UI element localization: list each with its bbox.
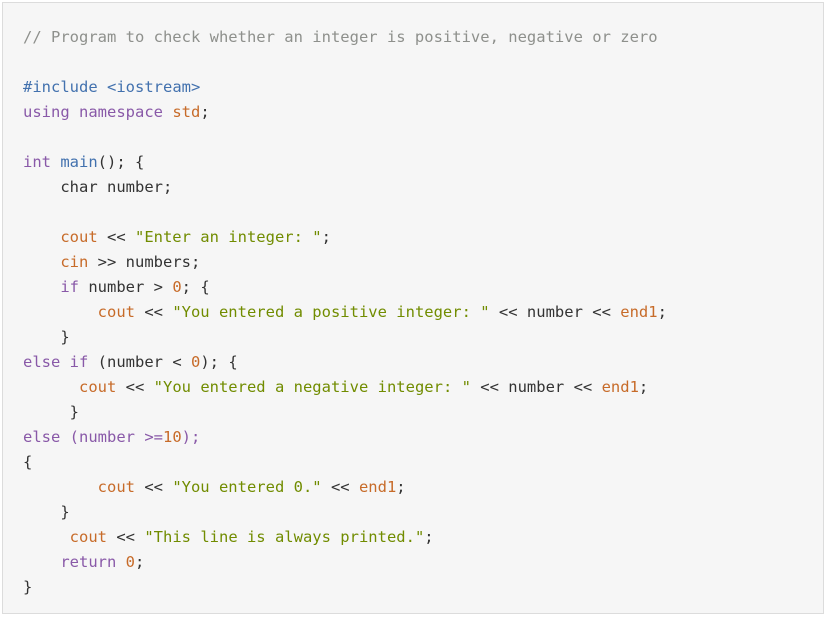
code-token-punct <box>23 553 60 571</box>
code-line: using namespace std; <box>23 100 667 125</box>
code-token-string: "You entered a negative integer: " <box>153 378 471 396</box>
code-token-punct: ; <box>200 103 210 121</box>
code-line: return 0; <box>23 550 667 575</box>
code-line: { <box>23 450 667 475</box>
code-line: } <box>23 500 667 525</box>
code-line: cout << "You entered a negative integer:… <box>23 375 667 400</box>
code-line: cin >> numbers; <box>23 250 667 275</box>
code-token-keyword: else <box>23 428 70 446</box>
code-token-keyword: namespace <box>79 103 173 121</box>
code-token-type: int <box>23 153 61 171</box>
code-token-punct <box>23 528 70 546</box>
code-token-punct: ; <box>638 378 649 396</box>
code-line <box>23 200 667 225</box>
code-token-punct: << <box>107 528 145 546</box>
code-token-punct <box>23 228 60 246</box>
code-token-stream: end1 <box>620 303 658 321</box>
code-line: int main(); { <box>23 150 667 175</box>
code-token-punct: << number << <box>470 378 602 396</box>
code-token-punct: << <box>134 303 173 321</box>
code-token-punct: << <box>116 378 154 396</box>
code-token-comment: // Program to check whether an integer i… <box>23 28 658 46</box>
code-token-keyword: ); <box>181 428 201 446</box>
code-line: // Program to check whether an integer i… <box>23 25 667 50</box>
code-token-punct: ; <box>135 553 145 571</box>
code-token-include: <iostream> <box>107 78 201 96</box>
code-token-punct: >> numbers; <box>88 253 201 271</box>
code-token-punct: << <box>97 228 135 246</box>
code-token-number: 0 <box>190 353 201 371</box>
code-token-punct: ; <box>424 528 434 546</box>
code-line: char number; <box>23 175 667 200</box>
code-line: } <box>23 575 667 600</box>
code-token-punct <box>116 553 125 571</box>
code-listing: // Program to check whether an integer i… <box>23 25 667 600</box>
code-token-punct: } <box>23 503 70 521</box>
code-token-punct: number > <box>79 278 173 296</box>
code-token-punct: ); { <box>200 353 238 371</box>
code-token-stream: cout <box>97 478 135 496</box>
code-token-string: "Enter an integer: " <box>134 228 322 246</box>
code-token-punct: ; <box>396 478 406 496</box>
code-token-punct <box>23 278 60 296</box>
code-token-punct: { <box>23 453 33 471</box>
code-token-number: 10 <box>163 428 182 446</box>
code-token-stream: cout <box>69 528 107 546</box>
code-token-punct: << <box>321 478 359 496</box>
code-line: cout << "Enter an integer: "; <box>23 225 667 250</box>
code-token-punct <box>23 478 98 496</box>
code-token-punct: (number < <box>88 353 191 371</box>
code-token-string: "This line is always printed." <box>144 528 425 546</box>
code-token-keyword: else if <box>23 353 89 371</box>
code-line: } <box>23 400 667 425</box>
code-token-stream: end1 <box>601 378 639 396</box>
code-token-punct: } <box>23 403 79 421</box>
code-token-string: "You entered a positive integer: " <box>172 303 490 321</box>
code-token-stream: end1 <box>358 478 397 496</box>
code-token-punct: << number << <box>489 303 621 321</box>
code-token-string: "You entered 0." <box>172 478 322 496</box>
code-line: } <box>23 325 667 350</box>
code-token-stream: cin <box>60 253 89 271</box>
code-token-stream: cout <box>97 303 135 321</box>
code-token-ns: std <box>172 103 201 121</box>
code-token-punct <box>23 253 60 271</box>
code-line: cout << "This line is always printed."; <box>23 525 667 550</box>
code-line: cout << "You entered a positive integer:… <box>23 300 667 325</box>
code-line <box>23 125 667 150</box>
code-line: if number > 0; { <box>23 275 667 300</box>
code-token-punct: } <box>23 578 33 596</box>
code-token-keyword: return <box>60 553 117 571</box>
code-token-punct: ; <box>321 228 331 246</box>
code-token-keyword: if <box>60 278 79 296</box>
code-token-punct <box>23 303 98 321</box>
code-token-punct: ; <box>657 303 667 321</box>
code-token-punct: ; { <box>181 278 210 296</box>
code-token-punct: (); { <box>97 153 145 171</box>
code-token-punct: << <box>134 478 173 496</box>
code-token-func: main <box>60 153 98 171</box>
code-token-stream: cout <box>60 228 98 246</box>
code-token-keyword: using <box>23 103 79 121</box>
code-token-keyword: (number >= <box>69 428 163 446</box>
code-token-include: #include <box>23 78 107 96</box>
code-token-punct <box>23 378 79 396</box>
code-token-number: 0 <box>125 553 136 571</box>
code-token-punct: } <box>23 328 70 346</box>
code-line: #include <iostream> <box>23 75 667 100</box>
code-token-ident: char number; <box>23 178 173 196</box>
code-line: else (number >=10); <box>23 425 667 450</box>
code-line: else if (number < 0); { <box>23 350 667 375</box>
code-token-number: 0 <box>172 278 182 296</box>
code-line: cout << "You entered 0." << end1; <box>23 475 667 500</box>
code-token-stream: cout <box>79 378 117 396</box>
code-line <box>23 50 667 75</box>
